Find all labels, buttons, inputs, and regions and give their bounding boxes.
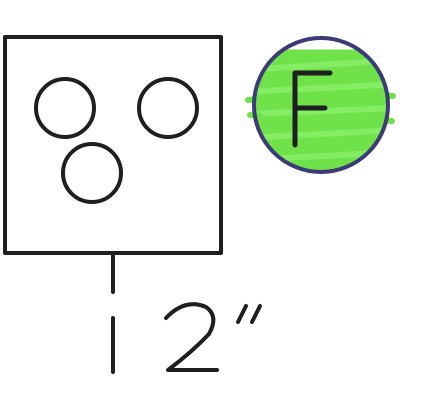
digit-2-glyph (164, 302, 219, 372)
badge-outline-circle (252, 36, 390, 174)
f-badge: F (245, 36, 396, 174)
inch-mark-stroke-1 (236, 304, 248, 324)
badge-scribble-fill (254, 49, 388, 171)
badge-letter-f-glyph (292, 70, 333, 148)
hole-top-left-circle (34, 77, 96, 139)
measurement-label: 2" (164, 302, 262, 372)
square-box-outline (3, 35, 223, 255)
hole-bottom-circle (61, 142, 123, 204)
hole-group (34, 77, 199, 204)
hole-top-right-circle (137, 77, 199, 139)
inch-mark-stroke-2 (250, 304, 262, 324)
